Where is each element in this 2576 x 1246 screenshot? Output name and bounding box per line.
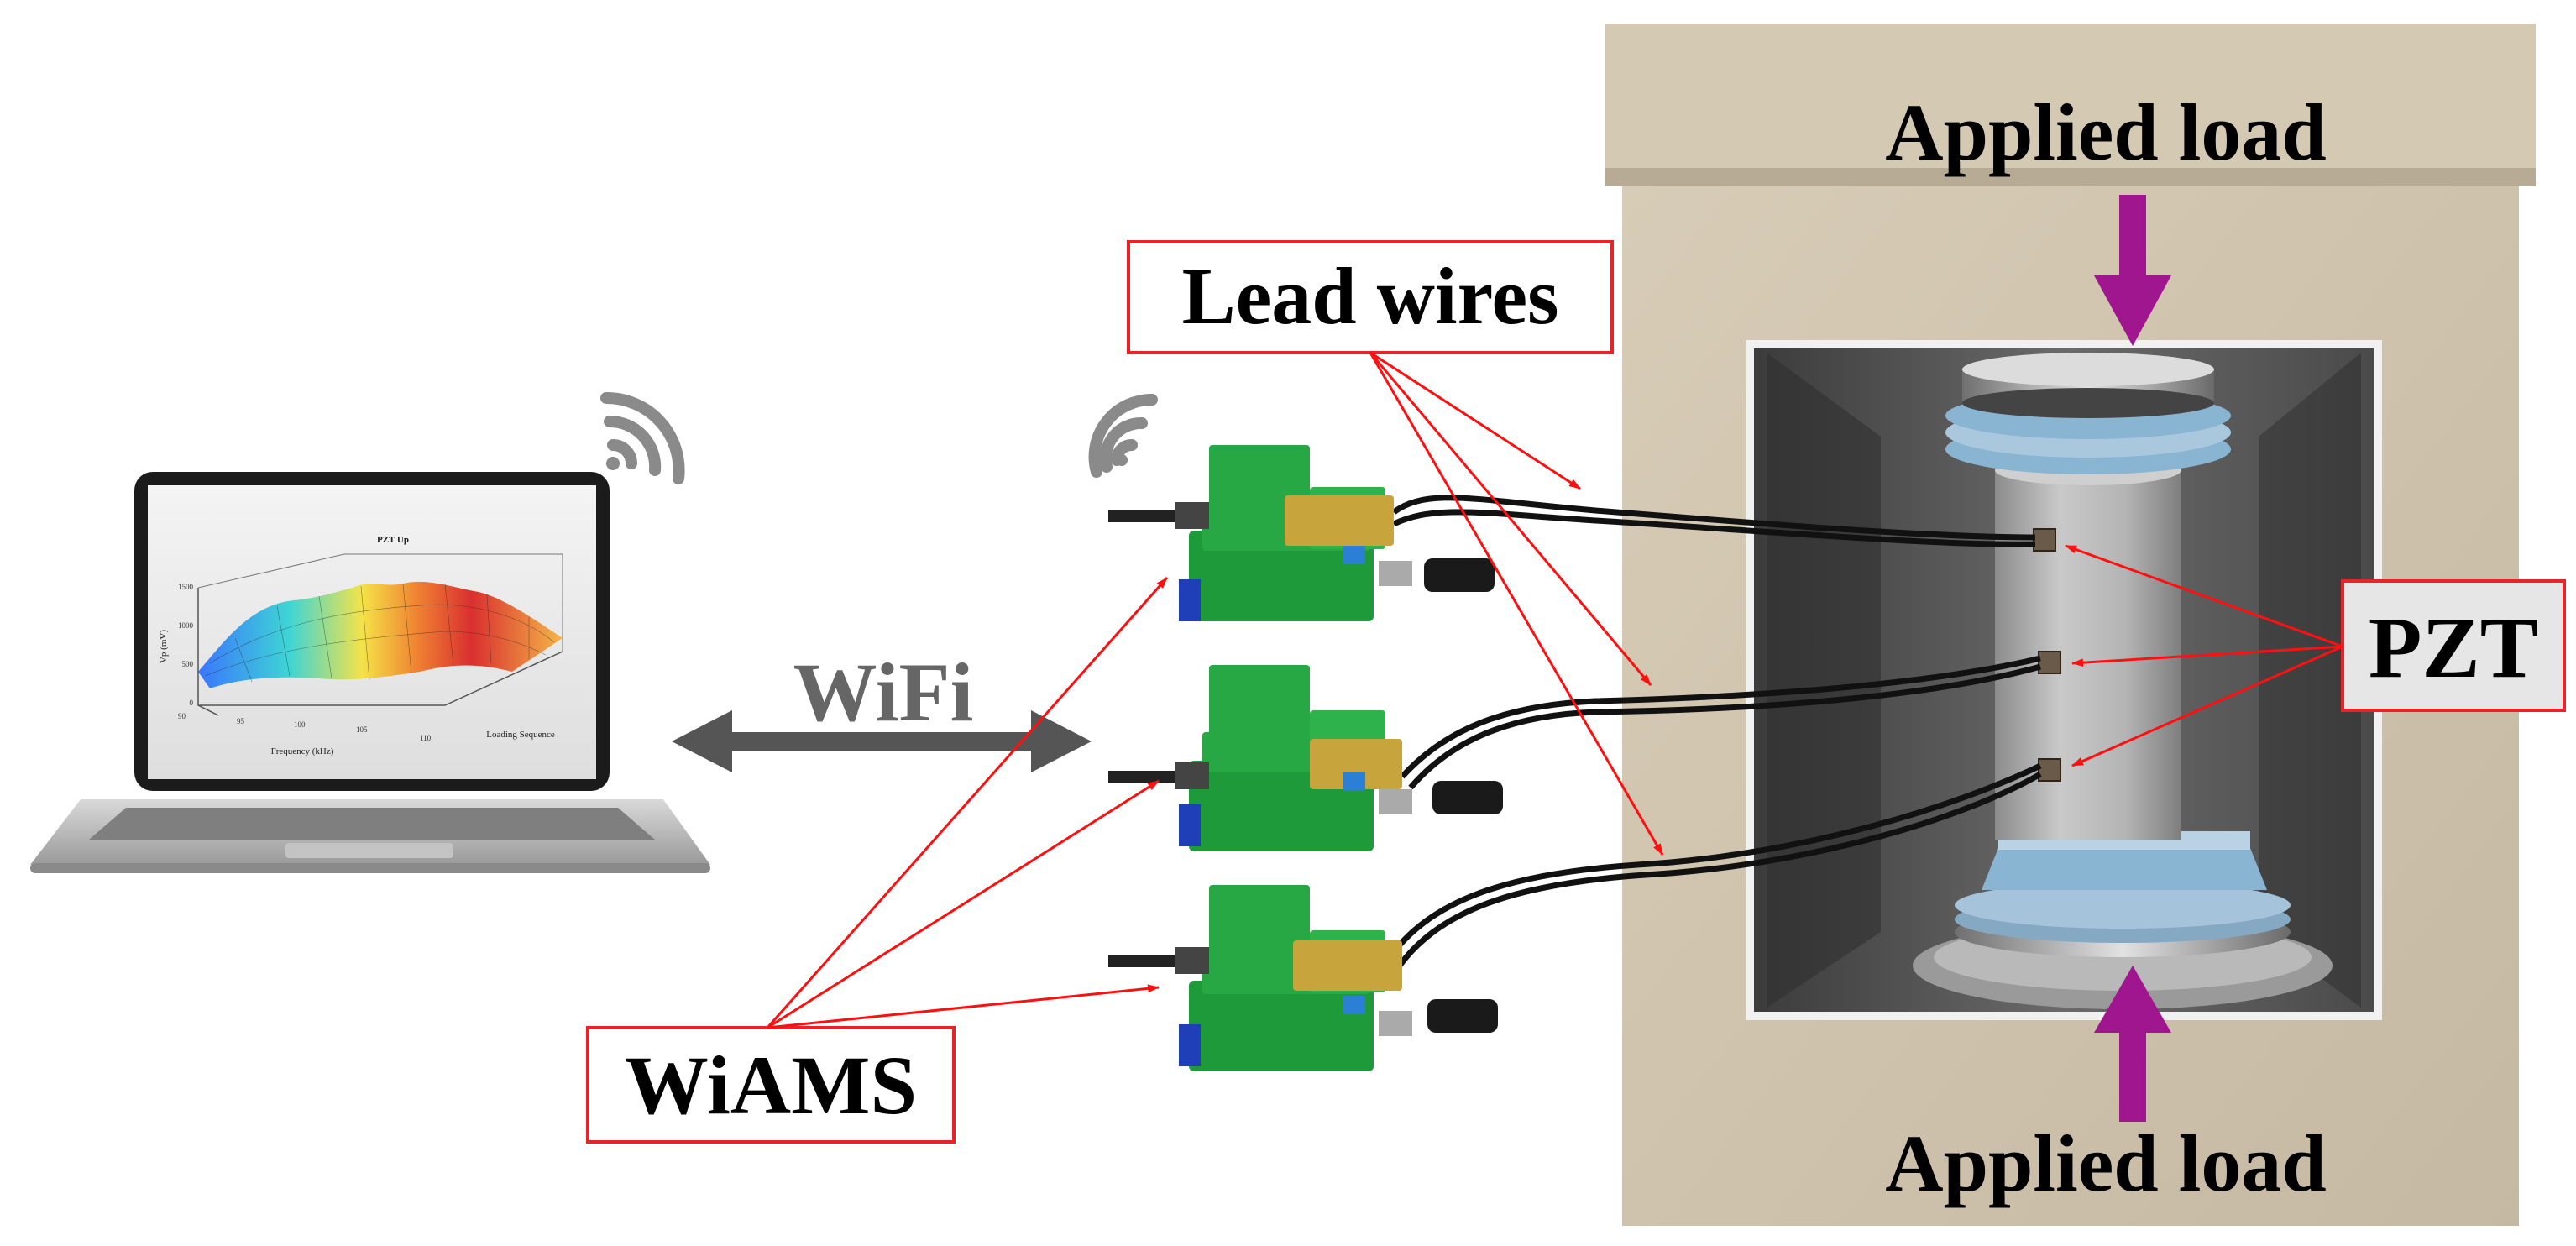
- surface-plot: [198, 581, 563, 688]
- y-tick-500: 500: [182, 660, 194, 668]
- chart-zlabel: Loading Sequence: [486, 730, 555, 740]
- laptop-chart: PZT Up 1500 1000 500 0 90 95 100 105 110…: [159, 535, 563, 756]
- x-tick-95: 95: [237, 717, 245, 725]
- pzt-callout: PZT: [2341, 579, 2566, 712]
- lead-wire-cables: [1383, 495, 2042, 976]
- pzt-patch-2: [2038, 651, 2061, 674]
- load-arrow-top: [2094, 195, 2171, 346]
- y-tick-1500: 1500: [178, 583, 194, 591]
- wifi-signal-icon-laptop: [600, 391, 685, 484]
- x-tick-110: 110: [420, 734, 432, 742]
- lead-wires-label: Lead wires: [1182, 251, 1559, 341]
- chart-ylabel: Vp (mV): [159, 630, 169, 663]
- lead-wires-callout: Lead wires: [1127, 240, 1614, 354]
- wiams-label: WiAMS: [625, 1039, 917, 1132]
- wiams-board-3: [1108, 885, 1498, 1071]
- chart-xlabel: Frequency (kHz): [271, 746, 334, 756]
- x-tick-105: 105: [356, 725, 368, 734]
- wiams-callout: WiAMS: [586, 1026, 956, 1144]
- wiams-board-2: [1108, 665, 1503, 851]
- load-arrow-bottom: [2094, 966, 2171, 1122]
- pzt-label: PZT: [2369, 599, 2538, 696]
- concrete-cylinder: [1995, 470, 2181, 840]
- leader-lines: [766, 351, 2343, 1029]
- pzt-patch-1: [2033, 528, 2056, 552]
- pzt-patch-3: [2038, 758, 2061, 782]
- wiams-board-1: [1108, 445, 1495, 621]
- applied-load-top-label: Applied load: [1885, 87, 2327, 177]
- chart-title: PZT Up: [377, 535, 409, 545]
- applied-load-bottom-label: Applied load: [1885, 1118, 2327, 1208]
- x-tick-100: 100: [294, 720, 306, 729]
- test-specimen-assembly: [1913, 353, 2333, 1009]
- x-tick-90: 90: [178, 712, 186, 720]
- y-tick-1000: 1000: [178, 621, 194, 630]
- wifi-label: WiFi: [793, 646, 974, 739]
- wifi-link-arrow: [672, 710, 1092, 772]
- wifi-signal-icon-boards: [1088, 393, 1158, 478]
- y-tick-0: 0: [190, 699, 194, 707]
